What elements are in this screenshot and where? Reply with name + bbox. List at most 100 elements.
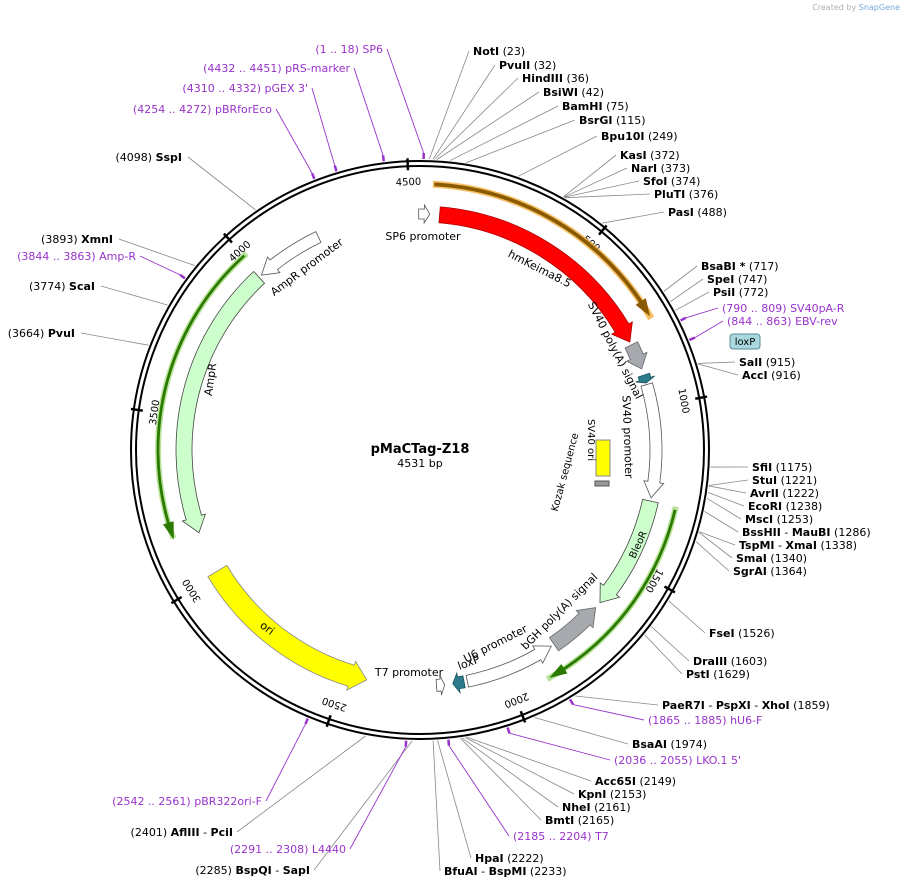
enzyme-site-scai[interactable]: (3774) ScaI [29,280,95,293]
primer-mark [310,172,316,180]
svg-text:(3664) PvuI: (3664) PvuI [8,327,75,340]
leader-line [465,737,575,795]
svg-text:(1 .. 18) SP6: (1 .. 18) SP6 [315,43,383,56]
svg-text:(2291 .. 2308) L4440: (2291 .. 2308) L4440 [230,843,346,856]
svg-text:BfuAI - BspMI (2233): BfuAI - BspMI (2233) [444,865,567,878]
svg-text:(2185 .. 2204) T7: (2185 .. 2204) T7 [513,830,609,843]
primer-site-pgex3[interactable]: (4310 .. 4332) pGEX 3' [182,82,308,95]
enzyme-site-pluti[interactable]: PluTI (376) [654,188,718,201]
svg-text:SalI (915): SalI (915) [739,356,795,369]
enzyme-site-sspi[interactable]: (4098) SspI [115,151,182,164]
primer-leader [139,255,181,276]
primer-site-ampr[interactable]: (3844 .. 3863) Amp-R [17,250,136,263]
enzyme-site-sali[interactable]: SalI (915) [739,356,795,369]
enzyme-site-bsaai[interactable]: BsaAI (1974) [632,738,707,751]
enzyme-site-psii[interactable]: PsiI (772) [713,286,768,299]
enzyme-site-bsrgi[interactable]: BsrGI (115) [579,114,646,127]
leader-line [313,740,413,871]
primer-site-sv40par[interactable]: (790 .. 809) SV40pA-R [722,302,845,315]
tick-mark [406,158,410,171]
primer-site-lko15[interactable]: (2036 .. 2055) LKO.1 5' [614,754,741,767]
tick-mark [325,714,332,728]
svg-text:SgrAI (1364): SgrAI (1364) [733,565,807,578]
enzyme-site-sfii[interactable]: SfiI (1175) [752,461,812,474]
enzyme-site-bspqi[interactable]: (2285) BspQI - SapI [195,864,310,877]
enzyme-site-pvuii[interactable]: PvuII (32) [499,59,556,72]
enzyme-site-draiii[interactable]: DraIII (1603) [693,655,767,668]
loxp-feature-1 [635,372,655,384]
svg-text:(4254 .. 4272) pBRforEco: (4254 .. 4272) pBRforEco [133,103,272,116]
enzyme-site-hpai[interactable]: HpaI (2222) [475,852,544,865]
primer-mark [333,165,338,172]
primer-leader [353,67,384,156]
primer-site-l4440[interactable]: (2291 .. 2308) L4440 [230,843,346,856]
leader-line [668,600,706,634]
svg-text:StuI (1221): StuI (1221) [752,474,817,487]
primer-site-sp6[interactable]: (1 .. 18) SP6 [315,43,383,56]
leader-line [564,193,651,199]
primer-leader [265,723,306,802]
enzyme-site-bsiwi[interactable]: BsiWI (42) [543,86,604,99]
enzyme-site-bamhi[interactable]: BamHI (75) [562,100,629,113]
leader-line [437,740,472,859]
primer-site-pbrforeco[interactable]: (4254 .. 4272) pBRforEco [133,103,272,116]
svg-text:(2285) BspQI - SapI: (2285) BspQI - SapI [195,864,310,877]
primer-site-prsmarker[interactable]: (4432 .. 4451) pRS-marker [203,62,350,75]
enzyme-site-noti[interactable]: NotI (23) [473,45,525,58]
bleor-outer-arrow [549,509,677,678]
enzyme-site-spei[interactable]: SpeI (747) [707,273,767,286]
primer-mark [506,727,511,734]
enzyme-site-bsabi[interactable]: BsaBI * (717) [701,260,779,273]
primer-site-t7[interactable]: (2185 .. 2204) T7 [513,830,609,843]
enzyme-site-afliii[interactable]: (2401) AflIII - PciI [131,826,233,839]
enzyme-site-sfoi[interactable]: SfoI (374) [643,175,700,188]
enzyme-site-bsshii[interactable]: BssHII - MauBI (1286) [742,526,871,539]
enzyme-site-pvui[interactable]: (3664) PvuI [8,327,75,340]
primer-site-ebvrev[interactable]: (844 .. 863) EBV-rev [727,315,838,328]
leader-line [704,511,739,533]
enzyme-site-xmni[interactable]: (3893) XmnI [41,233,113,246]
primer-site-hu6f[interactable]: (1865 .. 1885) hU6-F [648,714,762,727]
enzyme-site-hindiii[interactable]: HindIII (36) [522,72,589,85]
enzyme-site-psti[interactable]: PstI (1629) [686,668,750,681]
enzyme-site-pasi[interactable]: PasI (488) [668,206,727,219]
loxp-callout-label: loxP [735,337,756,348]
primer-leader [349,746,407,850]
leader-line [432,740,441,872]
enzyme-site-stui[interactable]: StuI (1221) [752,474,817,487]
enzyme-site-bfuai[interactable]: BfuAI - BspMI (2233) [444,865,567,878]
enzyme-site-bpu10i[interactable]: Bpu10I (249) [601,130,678,143]
enzyme-site-ecori[interactable]: EcoRI (1238) [748,500,822,513]
enzyme-site-avrii[interactable]: AvrII (1222) [750,487,819,500]
enzyme-site-nhei[interactable]: NheI (2161) [562,801,631,814]
plasmid-length: 4531 bp [397,457,442,470]
svg-text:(790 .. 809) SV40pA-R: (790 .. 809) SV40pA-R [722,302,845,315]
enzyme-site-smai[interactable]: SmaI (1340) [736,552,807,565]
enzyme-site-acci[interactable]: AccI (916) [742,369,801,382]
svg-text:SfoI (374): SfoI (374) [643,175,700,188]
enzyme-site-paer7i[interactable]: PaeR7I - PspXI - XhoI (1859) [662,699,830,712]
enzyme-site-sgrai[interactable]: SgrAI (1364) [733,565,807,578]
leader-line [460,737,542,821]
t7-promoter-feature [435,674,446,696]
svg-text:NotI (23): NotI (23) [473,45,525,58]
enzyme-site-tspmi[interactable]: TspMI - XmaI (1338) [739,539,857,552]
leader-line [706,497,742,520]
enzyme-site-fsei[interactable]: FseI (1526) [709,627,775,640]
primer-site-pbr322orif[interactable]: (2542 .. 2561) pBR322ori-F [112,795,262,808]
enzyme-site-acc65i[interactable]: Acc65I (2149) [595,775,676,788]
enzyme-site-msci[interactable]: MscI (1253) [745,513,813,526]
enzyme-site-nari[interactable]: NarI (373) [631,162,690,175]
primer-leader [448,745,510,837]
enzyme-site-kasi[interactable]: KasI (372) [620,149,680,162]
leader-line [187,156,256,211]
enzyme-site-bmti[interactable]: BmtI (2165) [545,814,614,827]
leader-line [236,735,366,833]
leader-line [461,737,559,808]
loxp-inner-label: loxP [456,653,482,673]
snapgene-credit: Created by SnapGene [812,3,900,12]
svg-text:PvuII (32): PvuII (32) [499,59,556,72]
tick-mark [130,407,143,412]
enzyme-site-kpni[interactable]: KpnI (2153) [578,788,646,801]
hmkeima-feature [438,206,633,343]
